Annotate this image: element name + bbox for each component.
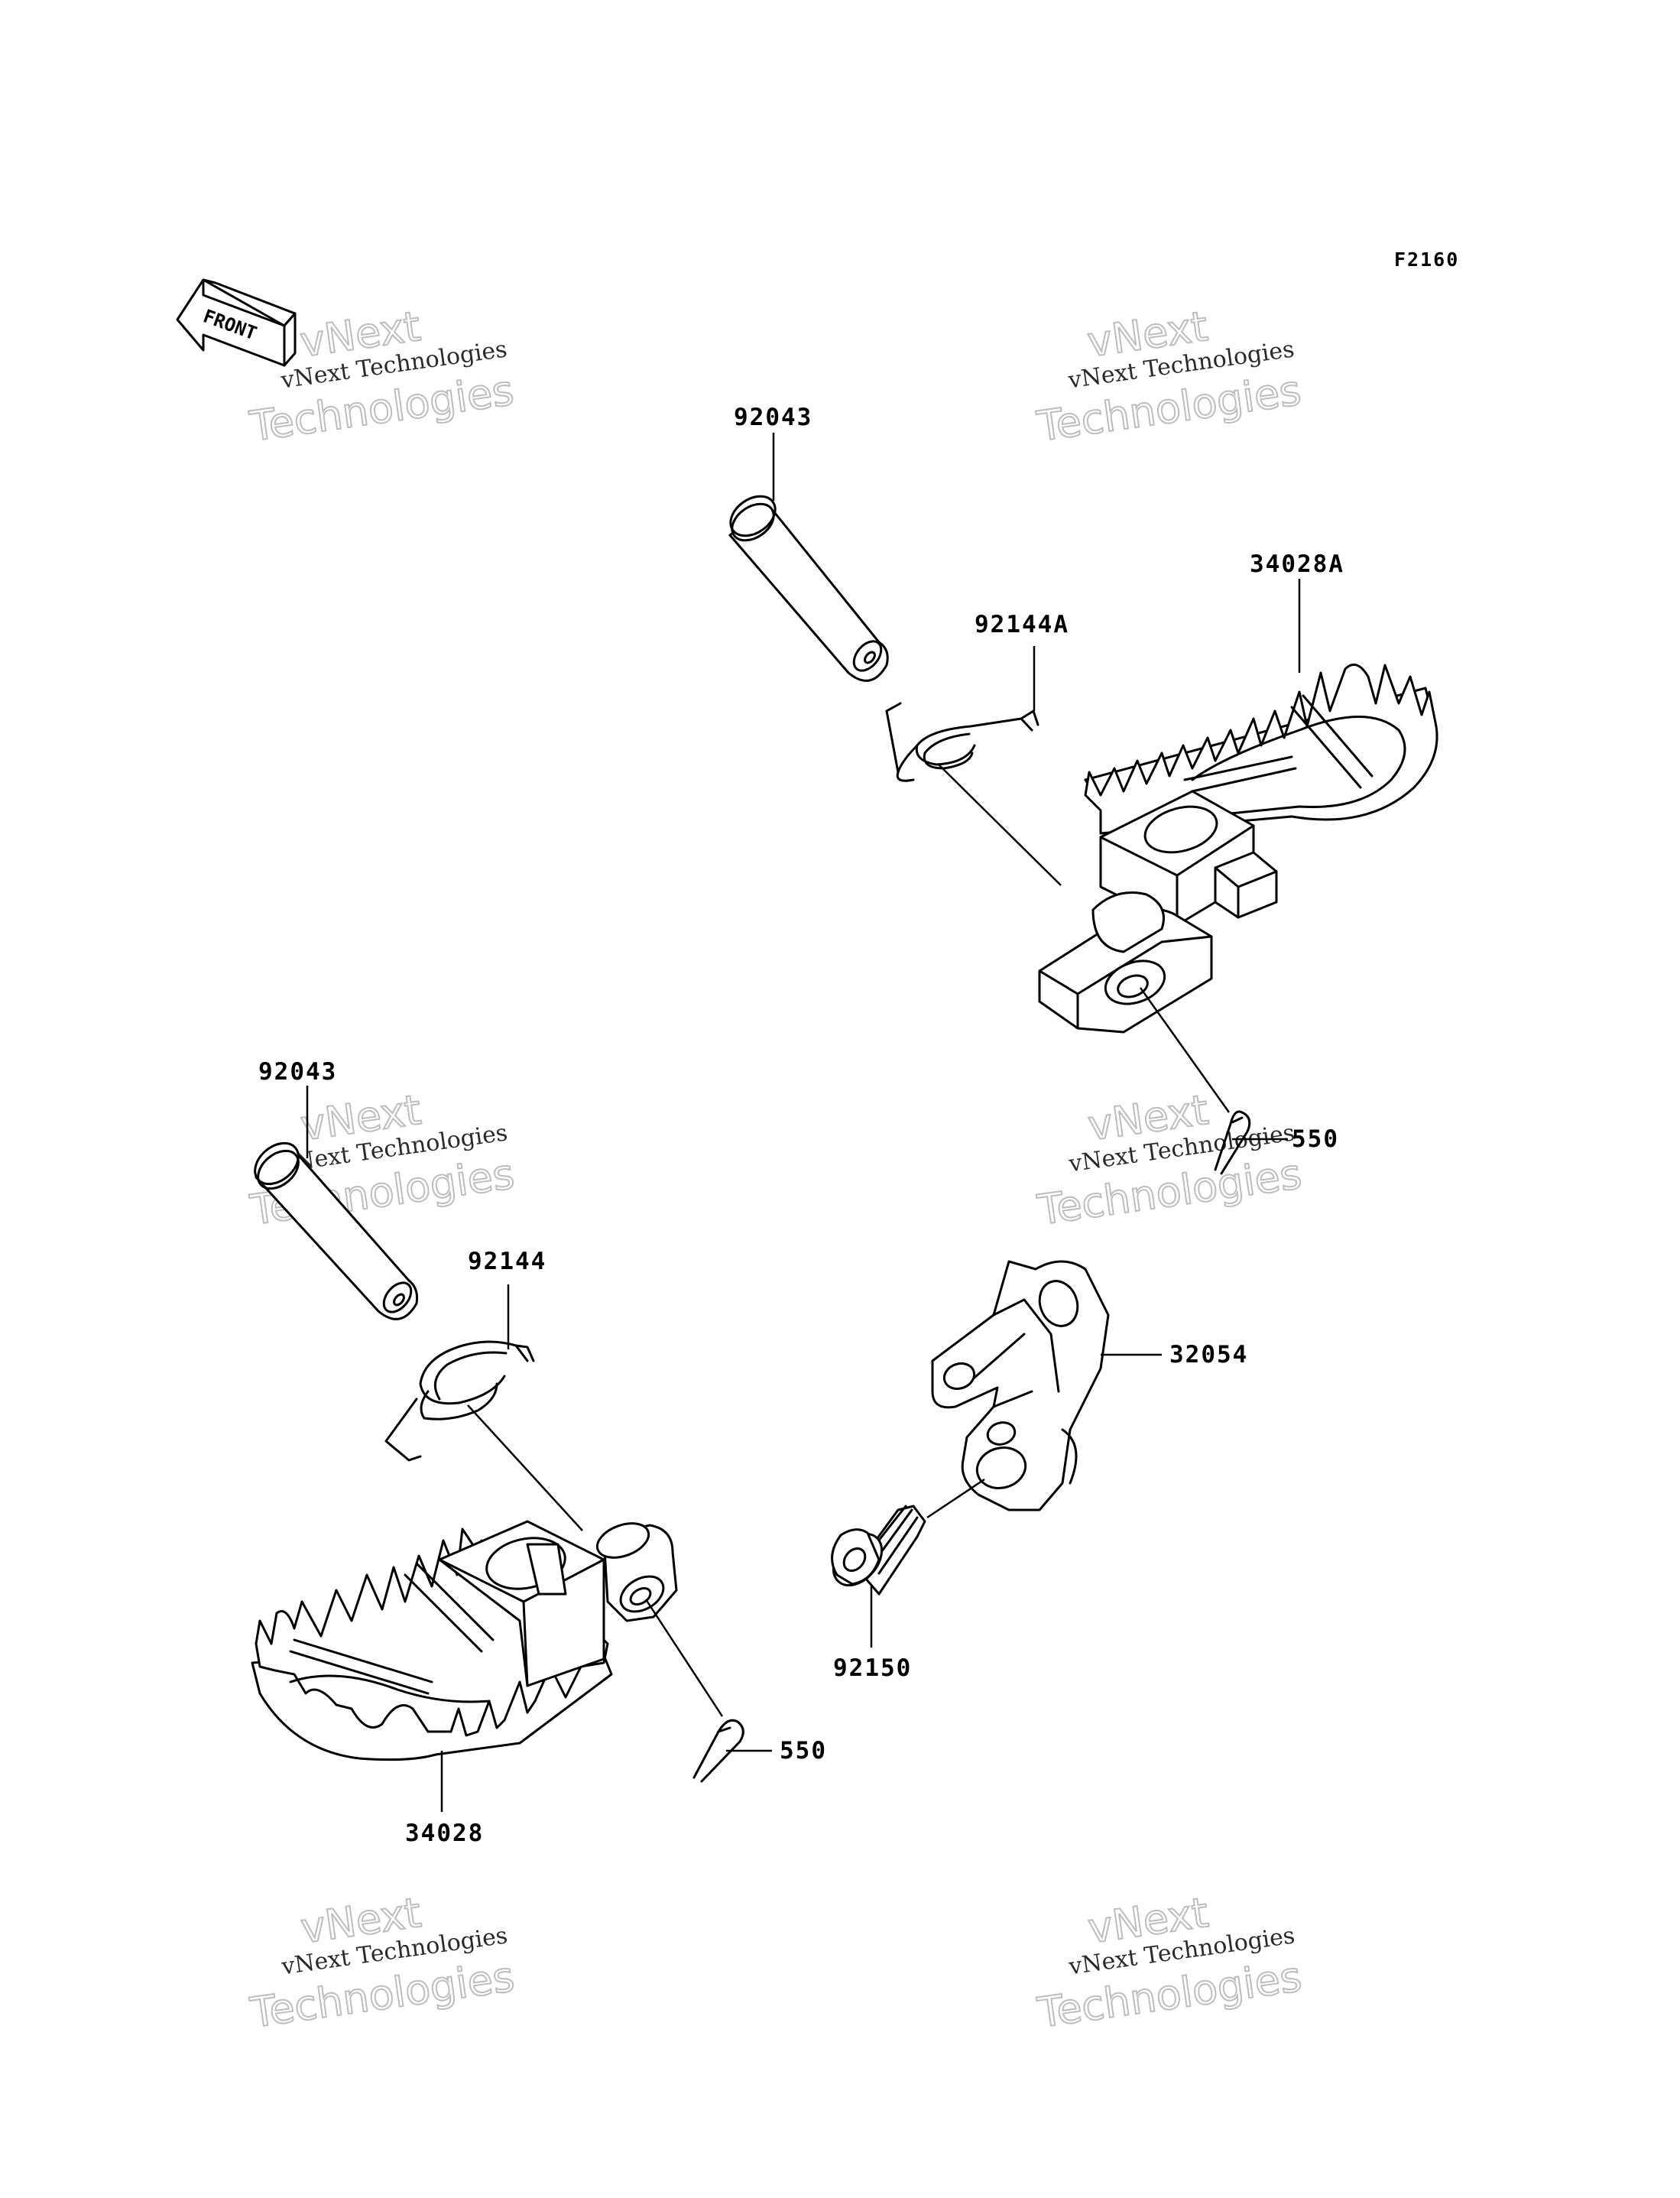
front-arrow-icon: FRONT [176, 278, 297, 367]
bracket-part [931, 1260, 1110, 1511]
spring-lower-part [384, 1340, 535, 1462]
label-bracket: 32054 [1169, 1341, 1248, 1368]
label-footpeg-right: 34028A [1250, 550, 1344, 578]
figure-code: F2160 [1394, 248, 1459, 271]
label-cotter-upper: 550 [1292, 1125, 1339, 1153]
cotter-pin-upper-part [1214, 1110, 1251, 1175]
footpeg-right-part [1038, 663, 1438, 1034]
cotter-pin-lower-part [692, 1719, 744, 1783]
label-spring-lower: 92144 [468, 1248, 546, 1275]
watermark-top-right: vNext vNext Technologies Technologies [1033, 301, 1305, 452]
label-pin-upper: 92043 [734, 404, 812, 431]
pin-upper-part [728, 495, 889, 682]
watermark-bottom-right: vNext vNext Technologies Technologies [1033, 1888, 1305, 2038]
label-spring-upper: 92144A [975, 611, 1069, 638]
label-pin-lower: 92043 [258, 1058, 337, 1086]
pin-lower-part [254, 1141, 418, 1320]
footpeg-left-part [251, 1520, 678, 1761]
watermark-bottom-left: vNext vNext Technologies Technologies [246, 1888, 517, 2038]
label-bolt: 92150 [833, 1654, 912, 1682]
label-footpeg-left: 34028 [405, 1820, 484, 1847]
bolt-part [831, 1505, 926, 1596]
watermark-mid-right: vNext vNext Technologies Technologies [1033, 1085, 1305, 1235]
label-cotter-lower: 550 [780, 1737, 827, 1765]
spring-upper-part [885, 702, 1039, 782]
